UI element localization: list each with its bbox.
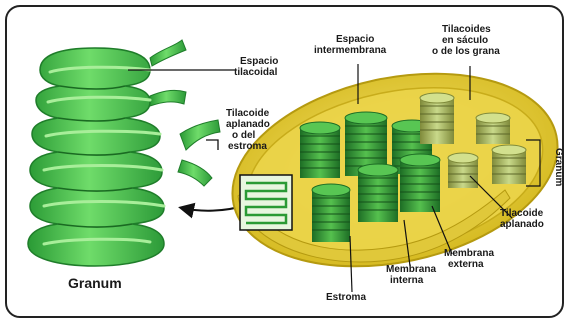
label-estroma: Estroma bbox=[326, 292, 366, 303]
label-granum-caption: Granum bbox=[68, 275, 122, 291]
label-tilacoides-saculo: Tilacoides en sáculo o de los grana bbox=[432, 24, 500, 57]
label-granum-side: Granum bbox=[553, 148, 564, 186]
label-espacio-tilacoidal: Espacio tilacoidal bbox=[234, 56, 281, 78]
label-tilacoide-aplanado: Tilacoide aplanado bbox=[500, 208, 546, 230]
